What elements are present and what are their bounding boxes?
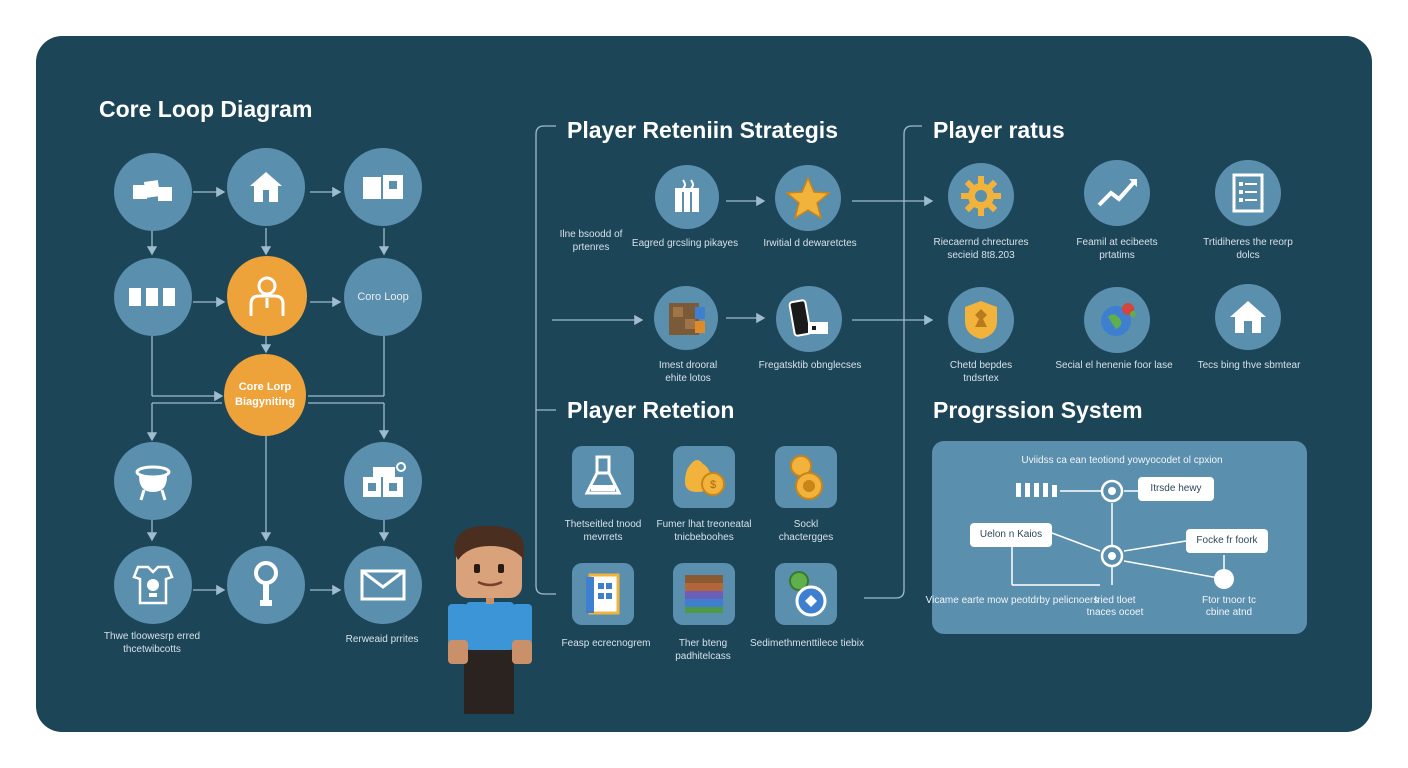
core-label-right: Rerweaid prrites [345,634,419,645]
status-label-1: Riecaernd chrectures secieid 8t8.203 [933,237,1029,261]
progression-note-1: Vicame earte mow peotdrby pelicnoers [925,595,1099,606]
core-node-bars[interactable] [114,258,192,336]
progression-graph [1011,479,1234,589]
progression-note-2: Iried tloet tnaces ocoet [1086,595,1144,618]
player-retention-title: Player Retetion [567,397,735,423]
boxes-icon [133,180,172,201]
core-node-label: Coro Loop [357,290,409,303]
key-icon [254,561,278,606]
status-badge[interactable] [948,287,1014,353]
envelope-icon [360,569,406,601]
player-status-title: Player ratus [933,117,1065,143]
strategy-label-3: Imest drooral ehite lotos [658,360,718,384]
coin-bag-icon: $ [685,460,725,496]
core-node-blocks[interactable] [344,442,422,520]
crates-icon [363,175,403,199]
progression-box-3[interactable]: Focke fr foork [1186,529,1268,553]
cube-icon [669,303,705,335]
status-checklist[interactable] [1215,160,1281,226]
flask-icon [584,455,622,495]
retention-medal[interactable] [775,563,837,625]
core-node-center-label: Core Lorp Biagyniting [235,381,295,408]
core-node-crates[interactable] [344,148,422,226]
medal-icon [789,571,827,617]
progression-box-1[interactable]: Itrsde hewy [1138,477,1214,501]
retention-label-6: Sedimethmenttilece tiebix [750,638,864,649]
progression-panel: Uviidss ca ean teotiond yowyocodet ol cp… [926,441,1307,634]
retention-label-2: Fumer lhat treoneatal tnicbeboohes [656,519,752,543]
bars-icon [129,288,175,306]
status-label-4: Chetd bepdes tndsrtex [949,360,1013,384]
strategy-cube[interactable] [654,286,718,350]
core-node-player[interactable] [227,256,307,336]
retention-chest[interactable] [673,563,735,625]
core-node-center[interactable]: Core Lorp Biagyniting [224,354,306,436]
status-trend[interactable] [1084,160,1150,226]
gear-icon [961,176,1001,216]
core-node-key[interactable] [227,546,305,624]
retention-strategies-title: Player Reteniin Strategis [567,117,838,143]
home-icon [1230,301,1266,333]
retention-label-3: Sockl chactergges [778,519,834,543]
strategy-label-2: Irwitial d dewaretctes [763,238,857,249]
core-loop-title: Core Loop Diagram [99,96,313,122]
strategy-crate[interactable] [655,165,719,229]
status-label-5: Secial el henenie foor lase [1055,360,1173,371]
status-gear[interactable] [948,163,1014,229]
status-globe[interactable] [1084,287,1150,353]
star-icon [785,176,831,220]
checklist-icon [1232,173,1264,213]
strategy-phone[interactable] [776,286,842,352]
blocks-icon [363,462,406,497]
crate-icon [675,179,699,212]
cauldron-icon [135,465,171,501]
chest-icon [685,575,723,613]
retention-label-1: Thetseitled tnood mevrrets [564,519,642,543]
retention-label-4: Feasp ecrecnogrem [561,638,651,649]
core-label-left: Thwe tloowesrp erred thcetwibcotts [103,631,201,655]
progression-note-3: Ftor tnoor tc cbine atnd [1202,595,1256,618]
core-node-envelope[interactable] [344,546,422,624]
strategy-label-4: Fregatsktib obnglecses [758,360,862,371]
progression-box-2[interactable]: Uelon n Kaios [970,523,1052,547]
status-label-6: Tecs bing thve sbmtear [1197,360,1301,371]
trophy-shirt-icon [132,565,174,605]
strategy-star[interactable] [775,165,841,231]
player-avatar [448,525,532,714]
status-label-3: Trtidiheres the reorp dolcs [1203,237,1293,261]
trend-icon [1097,179,1137,207]
book-icon [586,573,620,615]
coins-icon [790,455,823,500]
status-label-2: Feamil at ecibeets prtatims [1076,237,1158,261]
core-node-cauldron[interactable] [114,442,192,520]
retention-coin-bag[interactable]: $ [673,446,735,508]
svg-text:$: $ [710,479,716,491]
core-node-boxes[interactable] [114,153,192,231]
house-icon [250,172,282,202]
phone-icon [788,299,828,337]
strategy-label-1: Eagred grcsling pikayes [631,238,739,249]
player-icon [249,276,285,316]
badge-icon [965,301,997,339]
retention-flask[interactable] [572,446,634,508]
globe-icon [1101,303,1136,336]
retention-book[interactable] [572,563,634,625]
progression-caption: Uviidss ca ean teotiond yowyocodet ol cp… [1021,455,1223,466]
core-node-trophy-shirt[interactable] [114,546,192,624]
retention-coins[interactable] [775,446,837,508]
retention-label-5: Ther bteng padhitelcass [675,638,731,662]
core-node-house[interactable] [227,148,305,226]
progression-title: Progrssion System [933,397,1143,423]
core-node-coro-loop[interactable]: Coro Loop [344,258,422,336]
status-home[interactable] [1215,284,1281,350]
strategies-side-label: Ilne bsoodd of prtenres [559,229,623,253]
